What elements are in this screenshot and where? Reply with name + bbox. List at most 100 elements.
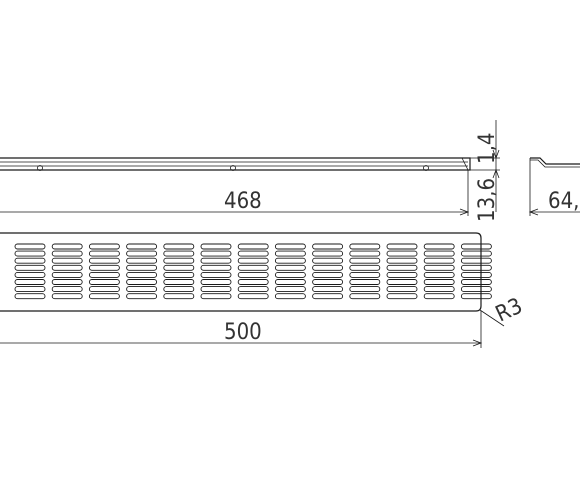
vent-slot xyxy=(460,279,492,285)
vent-slot xyxy=(200,257,232,264)
vent-slot xyxy=(237,264,269,271)
vent-slot xyxy=(460,286,492,293)
vent-slot xyxy=(349,279,381,285)
vent-slot xyxy=(163,257,195,264)
vent-slot xyxy=(51,257,83,264)
vent-slot xyxy=(274,243,306,250)
vent-slot xyxy=(126,264,158,271)
dim-13-6-label: 13,6 xyxy=(475,178,500,222)
vent-slot xyxy=(163,293,195,300)
vent-slot xyxy=(349,293,381,300)
vent-slot xyxy=(51,243,83,250)
vent-slot xyxy=(386,250,418,257)
vent-slot xyxy=(312,271,344,278)
vent-slot xyxy=(163,286,195,293)
vent-slot xyxy=(237,250,269,257)
vent-slot xyxy=(274,271,306,278)
vent-slot xyxy=(274,279,306,285)
vent-slot xyxy=(51,279,83,285)
vent-slot xyxy=(51,286,83,293)
profile-inner xyxy=(530,159,580,168)
dim-vertical-arrow-mid xyxy=(492,168,500,179)
vent-slot xyxy=(349,243,381,250)
vent-slot xyxy=(386,264,418,271)
vent-slot xyxy=(14,250,46,257)
vent-slot xyxy=(163,264,195,271)
vent-slot xyxy=(88,271,120,278)
vent-slot xyxy=(312,250,344,257)
vent-slot xyxy=(312,293,344,300)
vent-slot xyxy=(51,264,83,271)
vent-slot xyxy=(460,257,492,264)
vent-slot xyxy=(14,279,46,285)
mounting-hole-1 xyxy=(37,165,43,171)
vent-slot xyxy=(460,271,492,278)
vent-slot xyxy=(126,286,158,293)
side-profile-outline xyxy=(0,157,471,171)
vent-slot xyxy=(200,271,232,278)
vent-slot xyxy=(163,250,195,257)
vent-slot xyxy=(237,279,269,285)
vent-slot xyxy=(200,264,232,271)
vent-slot xyxy=(51,271,83,278)
vent-slot xyxy=(14,257,46,264)
vent-slot xyxy=(14,264,46,271)
vent-slot xyxy=(386,293,418,300)
vent-slot xyxy=(88,257,120,264)
dim-500-arrow-right xyxy=(472,339,483,347)
profile-view: 64, xyxy=(528,157,580,216)
vent-slot xyxy=(423,293,455,300)
vent-slot xyxy=(312,264,344,271)
vent-slot xyxy=(200,243,232,250)
vent-slot xyxy=(200,279,232,285)
vent-slot xyxy=(312,286,344,293)
vent-slot xyxy=(460,243,492,250)
vent-slot xyxy=(88,293,120,300)
vent-slot xyxy=(386,279,418,285)
dim-468-arrow-right xyxy=(459,208,470,216)
dim-1-4-label: 1,4 xyxy=(475,133,500,164)
vent-slot xyxy=(460,293,492,300)
vent-slot xyxy=(88,243,120,250)
vent-slot xyxy=(88,286,120,293)
vent-slot xyxy=(51,250,83,257)
vent-slot xyxy=(274,264,306,271)
vent-slot xyxy=(14,243,46,250)
vent-slot xyxy=(386,243,418,250)
vent-slot xyxy=(349,257,381,264)
vent-slot xyxy=(200,286,232,293)
vent-slot xyxy=(349,271,381,278)
vent-slot xyxy=(349,264,381,271)
vent-slot xyxy=(423,264,455,271)
vent-slot xyxy=(88,279,120,285)
vent-slot xyxy=(14,286,46,293)
vent-slot xyxy=(126,257,158,264)
vent-slot xyxy=(237,293,269,300)
vent-slot xyxy=(163,279,195,285)
vent-slot xyxy=(237,286,269,293)
vent-slot xyxy=(14,271,46,278)
radius-label: R3 xyxy=(492,294,526,328)
vent-slot xyxy=(274,286,306,293)
vent-slot xyxy=(163,243,195,250)
vent-slot xyxy=(386,286,418,293)
vent-slot xyxy=(126,250,158,257)
profile-dim-arrow xyxy=(528,208,539,216)
vent-slot xyxy=(349,250,381,257)
vent-slot xyxy=(237,271,269,278)
vent-slot xyxy=(237,243,269,250)
dim-468-label: 468 xyxy=(224,189,262,214)
vent-slot xyxy=(312,257,344,264)
mounting-hole-3 xyxy=(423,165,429,171)
vent-slot xyxy=(423,250,455,257)
vent-slot xyxy=(200,293,232,300)
vent-slot xyxy=(312,243,344,250)
vent-slot xyxy=(126,243,158,250)
radius-leader xyxy=(479,309,505,327)
vent-slot xyxy=(274,257,306,264)
vent-slot xyxy=(460,264,492,271)
vent-slot xyxy=(423,271,455,278)
vent-slot xyxy=(237,257,269,264)
vent-slot xyxy=(88,264,120,271)
vent-slot xyxy=(349,286,381,293)
